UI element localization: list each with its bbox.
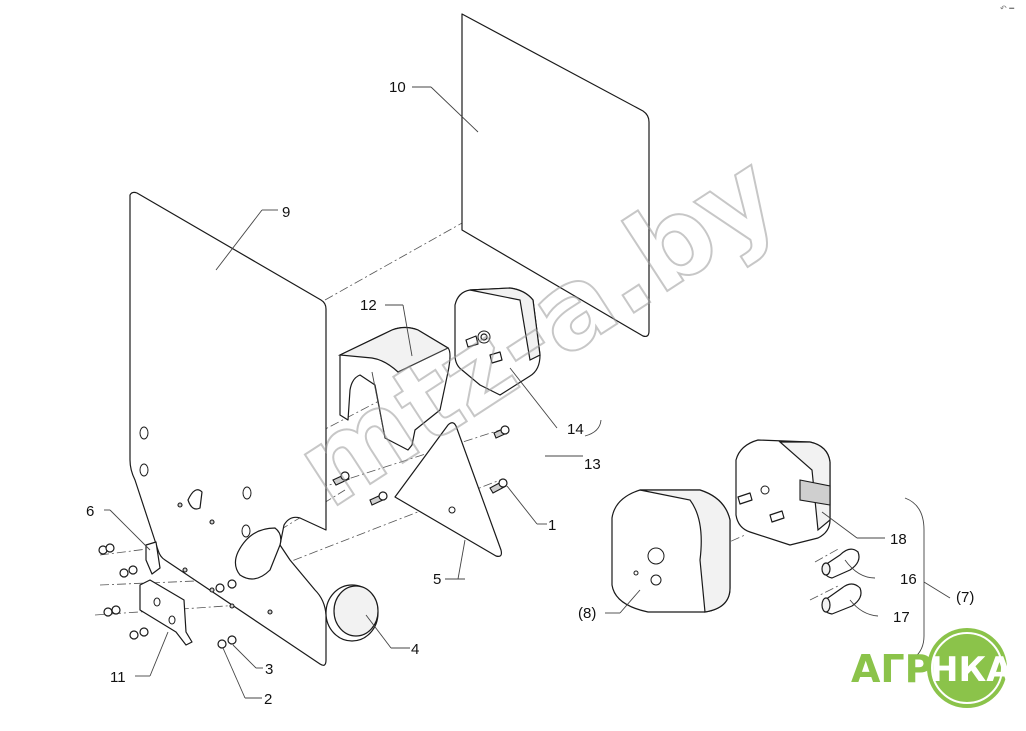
- logo-left-text: АГРО: [851, 647, 965, 691]
- corner-mark: ↶ ━: [999, 4, 1014, 13]
- bolts-1: [332, 425, 510, 506]
- callout-17: 17: [893, 609, 910, 626]
- callout-18: 18: [890, 531, 907, 548]
- agronka-logo: АГРО НКА: [851, 628, 1013, 708]
- callout-6: 6: [86, 503, 94, 520]
- callout-3: 3: [265, 661, 273, 678]
- lamp-housing-14: [454, 287, 541, 396]
- callout-1: 1: [548, 517, 556, 534]
- nuts-washers: [98, 502, 273, 649]
- callout-8: (8): [578, 605, 596, 622]
- callout-14: 14: [567, 421, 584, 438]
- lamp-cover-12: [337, 326, 451, 451]
- plate-10: [461, 13, 650, 338]
- callout-4: 4: [411, 641, 419, 658]
- lamp-body-18: [735, 439, 831, 546]
- leader-lines: [104, 86, 951, 699]
- callout-16: 16: [900, 571, 917, 588]
- plate-reflector: [234, 527, 282, 580]
- bulb-16: [821, 548, 860, 579]
- callout-5: 5: [433, 571, 441, 588]
- lamp-lens-8: [611, 489, 731, 613]
- callout-12: 12: [360, 297, 377, 314]
- callout-9: 9: [282, 204, 290, 221]
- callout-13: 13: [584, 456, 601, 473]
- bracket-11: [139, 579, 193, 646]
- group-7-bracket: [904, 497, 925, 659]
- callout-11: 11: [110, 669, 126, 686]
- logo-right-text: НКА: [930, 650, 1013, 690]
- callout-2: 2: [264, 691, 272, 708]
- callout-labels: 10 9 12 14 13 1 5 4 3 2 6 11 (8) 18 16 1…: [86, 79, 974, 708]
- callout-7: (7): [956, 589, 974, 606]
- bulb-17: [821, 583, 862, 615]
- reflector-4: [325, 584, 379, 642]
- callout-10: 10: [389, 79, 406, 96]
- triangle-reflector-5: [394, 422, 503, 557]
